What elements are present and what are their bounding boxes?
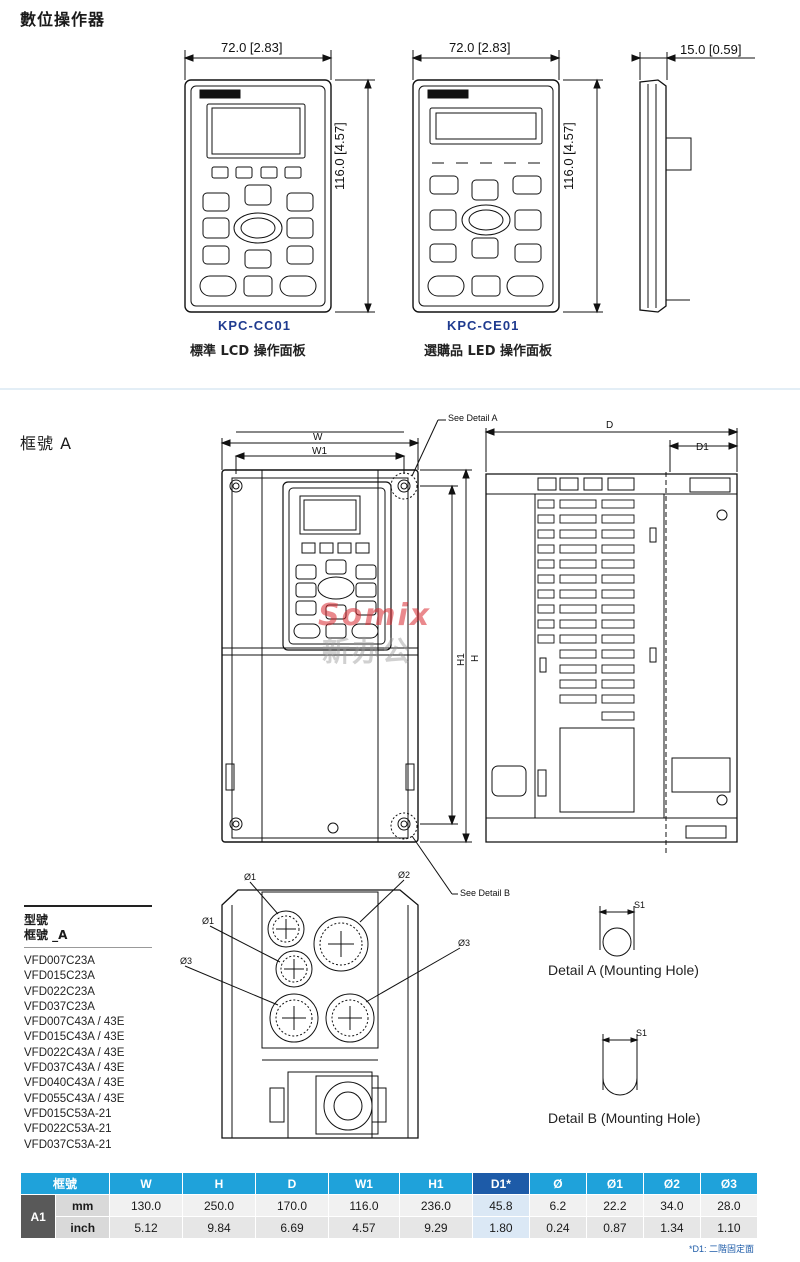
detail-b-s1-label: S1 <box>636 1028 648 1038</box>
spec-col-header: D <box>256 1173 328 1194</box>
side-view-drawing <box>484 428 739 855</box>
front-view-drawing <box>220 419 472 895</box>
spec-cell: 34.0 <box>643 1195 700 1216</box>
led-model-desc: 選購品 LED 操作面板 <box>424 344 553 359</box>
led-model-name: KPC-CE01 <box>447 318 520 333</box>
spec-col-header: Ø <box>529 1173 586 1194</box>
lcd-width-dimension: 72.0 [2.83] <box>221 40 283 55</box>
watermark-sub: 新办公 <box>322 635 413 668</box>
model-item: VFD037C53A-21 <box>24 1138 112 1151</box>
lcd-model-desc: 標準 LCD 操作面板 <box>190 344 306 359</box>
detail-a-s1-label: S1 <box>634 900 646 910</box>
spec-col-header: W <box>110 1173 182 1194</box>
model-list-header1: 型號 <box>24 913 49 927</box>
bottom-view-drawing <box>184 879 461 1139</box>
spec-cell: 22.2 <box>586 1195 643 1216</box>
spec-header-row: 框號 W H D W1 H1 D1* Ø Ø1 Ø2 Ø3 <box>21 1173 757 1194</box>
detail-a-label: Detail A (Mounting Hole) <box>548 962 699 978</box>
spec-col-header: H <box>183 1173 255 1194</box>
spec-unit-cell: inch <box>56 1217 109 1238</box>
phi1a-label: Ø1 <box>244 872 257 882</box>
spec-cell: 4.57 <box>329 1217 399 1238</box>
spec-col-header: W1 <box>329 1173 399 1194</box>
model-item: VFD015C43A / 43E <box>24 1031 125 1044</box>
w1-label: W1 <box>312 446 327 457</box>
spec-cell: 130.0 <box>110 1195 182 1216</box>
model-item: VFD007C23A <box>24 955 95 967</box>
spec-cell: 0.87 <box>586 1217 643 1238</box>
spec-cell: 9.84 <box>183 1217 255 1238</box>
model-item: VFD022C53A-21 <box>24 1123 112 1136</box>
model-list-rule <box>24 905 152 907</box>
d-label: D <box>606 420 614 431</box>
spec-col-header: Ø3 <box>700 1173 757 1194</box>
spec-cell: 0.24 <box>529 1217 586 1238</box>
phi1b-label: Ø1 <box>202 916 215 926</box>
see-detail-a-label: See Detail A <box>448 413 498 423</box>
spec-cell: 9.29 <box>399 1217 472 1238</box>
spec-col-header: Ø1 <box>586 1173 643 1194</box>
model-item: VFD022C43A / 43E <box>24 1046 125 1059</box>
spec-cell: 45.8 <box>472 1195 529 1216</box>
phi3b-label: Ø3 <box>458 938 471 948</box>
spec-cell: 236.0 <box>399 1195 472 1216</box>
keypad-section-title: 數位操作器 <box>20 10 106 29</box>
spec-cell: 1.80 <box>472 1217 529 1238</box>
frame-section-title: 框號 A <box>20 434 73 453</box>
spec-cell: 28.0 <box>700 1195 757 1216</box>
spec-cell: 116.0 <box>329 1195 399 1216</box>
model-item: VFD040C43A / 43E <box>24 1077 125 1090</box>
side-depth-dimension: 15.0 [0.59] <box>680 42 742 57</box>
model-list: 型號 框號 _A VFD007C23A VFD015C23A VFD022C23… <box>24 905 152 1153</box>
detail-b-label: Detail B (Mounting Hole) <box>548 1110 701 1126</box>
spec-cell: 170.0 <box>256 1195 328 1216</box>
spec-col-header: H1 <box>399 1173 472 1194</box>
spec-cell: 1.34 <box>643 1217 700 1238</box>
model-item: VFD007C43A / 43E <box>24 1016 125 1029</box>
model-item: VFD037C23A <box>24 1000 95 1013</box>
led-keypad-drawing <box>411 50 603 314</box>
spec-col-header: D1* <box>472 1173 529 1194</box>
spec-col-header: Ø2 <box>643 1173 700 1194</box>
model-item: VFD037C43A / 43E <box>24 1062 125 1075</box>
d1-label: D1 <box>696 442 709 453</box>
spec-row-mm: A1 mm 130.0 250.0 170.0 116.0 236.0 45.8… <box>21 1195 757 1238</box>
spec-footnote: *D1: 二階固定面 <box>688 1244 754 1254</box>
model-item: VFD015C53A-21 <box>24 1107 112 1120</box>
spec-header-frame: 框號 <box>21 1173 109 1194</box>
spec-cell: 6.69 <box>256 1217 328 1238</box>
watermark-logo: Somix <box>318 598 432 633</box>
model-item: VFD055C43A / 43E <box>24 1092 125 1105</box>
model-list-header2: 框號 _A <box>24 928 68 942</box>
spec-unit-cell: mm <box>56 1195 109 1216</box>
detail-a-drawing <box>598 906 639 1096</box>
lcd-model-name: KPC-CC01 <box>218 318 292 333</box>
model-list-rule2 <box>24 947 152 948</box>
spec-cell: 5.12 <box>110 1217 182 1238</box>
section-divider <box>0 388 800 390</box>
phi2-label: Ø2 <box>398 870 411 880</box>
spec-row-inch: inch 5.12 9.84 6.69 4.57 9.29 1.80 0.24 … <box>21 1217 757 1238</box>
w-label: W <box>313 432 323 443</box>
spec-cell: 1.10 <box>700 1217 757 1238</box>
see-detail-b-label: See Detail B <box>460 888 511 898</box>
keypad-side-view <box>631 52 755 313</box>
phi3a-label: Ø3 <box>180 956 193 966</box>
spec-frame-cell: A1 <box>21 1195 56 1238</box>
model-item: VFD022C23A <box>24 985 95 998</box>
model-item: VFD015C23A <box>24 970 95 983</box>
spec-cell: 6.2 <box>529 1195 586 1216</box>
led-width-dimension: 72.0 [2.83] <box>449 40 511 55</box>
dimension-spec-table: 框號 W H D W1 H1 D1* Ø Ø1 Ø2 Ø3 A1 mm 130.… <box>20 1172 758 1239</box>
spec-cell: 250.0 <box>183 1195 255 1216</box>
lcd-keypad-drawing <box>183 50 375 314</box>
